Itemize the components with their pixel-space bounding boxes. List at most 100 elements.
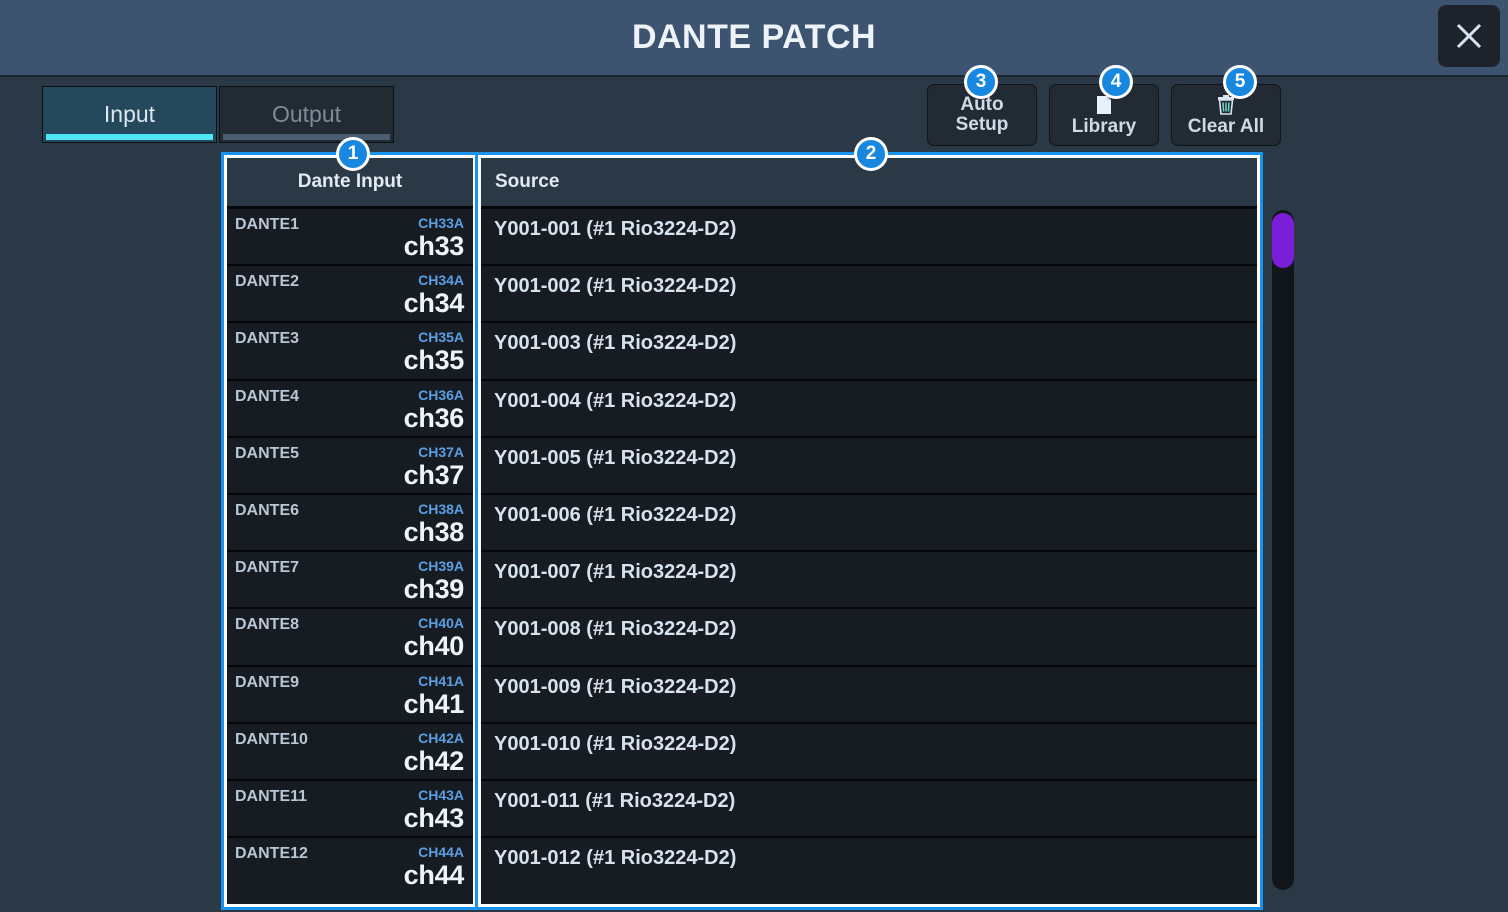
source-value: Y001-005 (#1 Rio3224-D2) bbox=[494, 446, 737, 469]
callout-badge-3: 3 bbox=[964, 65, 998, 99]
tab-output-underline bbox=[223, 134, 390, 140]
dante-channel-label: DANTE9 bbox=[235, 673, 300, 691]
dante-channel-sublabel: CH37A bbox=[418, 443, 464, 460]
tab-input-underline bbox=[46, 134, 213, 140]
dante-channel-name: ch40 bbox=[403, 631, 465, 662]
source-value: Y001-003 (#1 Rio3224-D2) bbox=[494, 332, 737, 355]
auto-setup-label-line2: Setup bbox=[955, 114, 1009, 135]
dante-channel-name: ch35 bbox=[403, 345, 465, 376]
table-row[interactable]: Y001-011 (#1 Rio3224-D2) bbox=[481, 780, 1257, 839]
callout-badge-1: 1 bbox=[336, 137, 370, 171]
source-value: Y001-006 (#1 Rio3224-D2) bbox=[494, 503, 737, 526]
dante-channel-label: DANTE4 bbox=[235, 387, 300, 405]
library-button[interactable]: Library bbox=[1049, 84, 1159, 146]
clear-all-label: Clear All bbox=[1187, 115, 1265, 137]
dante-channel-sublabel: CH33A bbox=[418, 215, 464, 231]
dante-channel-sublabel: CH35A bbox=[418, 329, 464, 346]
dante-channel-label: DANTE7 bbox=[235, 559, 300, 577]
dante-channel-label: DANTE1 bbox=[235, 216, 300, 233]
title-bar: DANTE PATCH bbox=[0, 0, 1508, 77]
dante-channel-sublabel: CH40A bbox=[418, 615, 464, 632]
table-row[interactable]: Y001-005 (#1 Rio3224-D2) bbox=[481, 437, 1257, 495]
clear-all-button[interactable]: Clear All bbox=[1171, 84, 1281, 146]
source-value: Y001-001 (#1 Rio3224-D2) bbox=[494, 218, 737, 240]
dante-channel-sublabel: CH42A bbox=[418, 729, 464, 746]
dante-channel-name: ch33 bbox=[403, 231, 465, 261]
dante-channel-sublabel: CH41A bbox=[418, 672, 464, 689]
dante-channel-name: ch43 bbox=[403, 802, 465, 833]
source-value: Y001-009 (#1 Rio3224-D2) bbox=[494, 675, 737, 698]
source-value: Y001-002 (#1 Rio3224-D2) bbox=[494, 275, 737, 298]
dante-channel-sublabel: CH34A bbox=[418, 272, 464, 289]
dante-channel-sublabel: CH44A bbox=[418, 844, 464, 861]
dante-channel-label: DANTE5 bbox=[235, 444, 300, 462]
dante-channel-name: ch34 bbox=[403, 288, 465, 319]
dante-channel-label: DANTE12 bbox=[235, 845, 308, 863]
table-row[interactable]: Y001-012 (#1 Rio3224-D2) bbox=[481, 838, 1257, 896]
page-title: DANTE PATCH bbox=[631, 18, 877, 56]
dante-channel-label: DANTE2 bbox=[235, 273, 300, 291]
source-value: Y001-007 (#1 Rio3224-D2) bbox=[494, 561, 737, 584]
dante-channel-name: ch36 bbox=[403, 402, 465, 433]
source-value: Y001-011 (#1 Rio3224-D2) bbox=[494, 789, 736, 812]
close-button[interactable] bbox=[1438, 5, 1500, 67]
table-row[interactable]: Y001-009 (#1 Rio3224-D2) bbox=[481, 666, 1257, 724]
table-row[interactable]: Y001-004 (#1 Rio3224-D2) bbox=[481, 380, 1257, 438]
table-row[interactable]: Y001-007 (#1 Rio3224-D2) bbox=[481, 552, 1257, 610]
table-row[interactable]: Y001-003 (#1 Rio3224-D2) bbox=[481, 323, 1257, 381]
dante-channel-sublabel: CH38A bbox=[418, 500, 464, 517]
vertical-scrollbar-thumb[interactable] bbox=[1272, 213, 1294, 268]
dante-channel-name: ch37 bbox=[403, 459, 465, 490]
library-label: Library bbox=[1071, 115, 1137, 137]
tab-input-label: Input bbox=[103, 101, 156, 127]
source-value: Y001-012 (#1 Rio3224-D2) bbox=[494, 847, 737, 870]
dante-channel-sublabel: CH39A bbox=[418, 558, 464, 575]
dante-channel-label: DANTE6 bbox=[235, 501, 300, 519]
dante-channel-label: DANTE8 bbox=[235, 616, 300, 634]
dante-channel-name: ch38 bbox=[403, 516, 465, 547]
table-row[interactable]: Y001-002 (#1 Rio3224-D2) bbox=[481, 266, 1257, 324]
vertical-scrollbar[interactable] bbox=[1272, 210, 1294, 890]
trash-icon bbox=[1215, 94, 1237, 116]
dante-channel-sublabel: CH43A bbox=[418, 786, 464, 803]
callout-badge-2: 2 bbox=[854, 137, 888, 171]
dante-channel-name: ch42 bbox=[403, 745, 465, 776]
tab-bar: Input Output bbox=[42, 86, 394, 143]
source-value: Y001-010 (#1 Rio3224-D2) bbox=[494, 732, 737, 755]
dante-channel-name: ch39 bbox=[403, 574, 465, 605]
source-value: Y001-008 (#1 Rio3224-D2) bbox=[494, 618, 737, 641]
dante-channel-label: DANTE3 bbox=[235, 330, 300, 348]
dante-channel-name: ch44 bbox=[403, 860, 465, 891]
tab-output-label: Output bbox=[271, 101, 342, 127]
dante-channel-name: ch41 bbox=[403, 688, 465, 719]
table-row[interactable]: Y001-006 (#1 Rio3224-D2) bbox=[481, 494, 1257, 553]
auto-setup-label-line1: Auto bbox=[960, 94, 1004, 116]
table-row[interactable]: Y001-001 (#1 Rio3224-D2) bbox=[481, 209, 1257, 267]
callout-badge-4: 4 bbox=[1099, 65, 1133, 99]
tab-output[interactable]: Output bbox=[219, 86, 394, 143]
callout-badge-5: 5 bbox=[1223, 65, 1257, 99]
table-row[interactable]: Y001-008 (#1 Rio3224-D2) bbox=[481, 609, 1257, 667]
tab-input[interactable]: Input bbox=[42, 86, 217, 143]
source-value: Y001-004 (#1 Rio3224-D2) bbox=[494, 389, 737, 412]
dante-channel-sublabel: CH36A bbox=[418, 386, 464, 403]
dante-channel-label: DANTE11 bbox=[235, 787, 308, 805]
close-icon bbox=[1452, 19, 1486, 53]
table-row[interactable]: Y001-010 (#1 Rio3224-D2) bbox=[481, 723, 1257, 781]
dante-channel-label: DANTE10 bbox=[235, 730, 308, 748]
source-panel: Source Y001-001 (#1 Rio3224-D2)Y001-002 … bbox=[475, 152, 1263, 910]
